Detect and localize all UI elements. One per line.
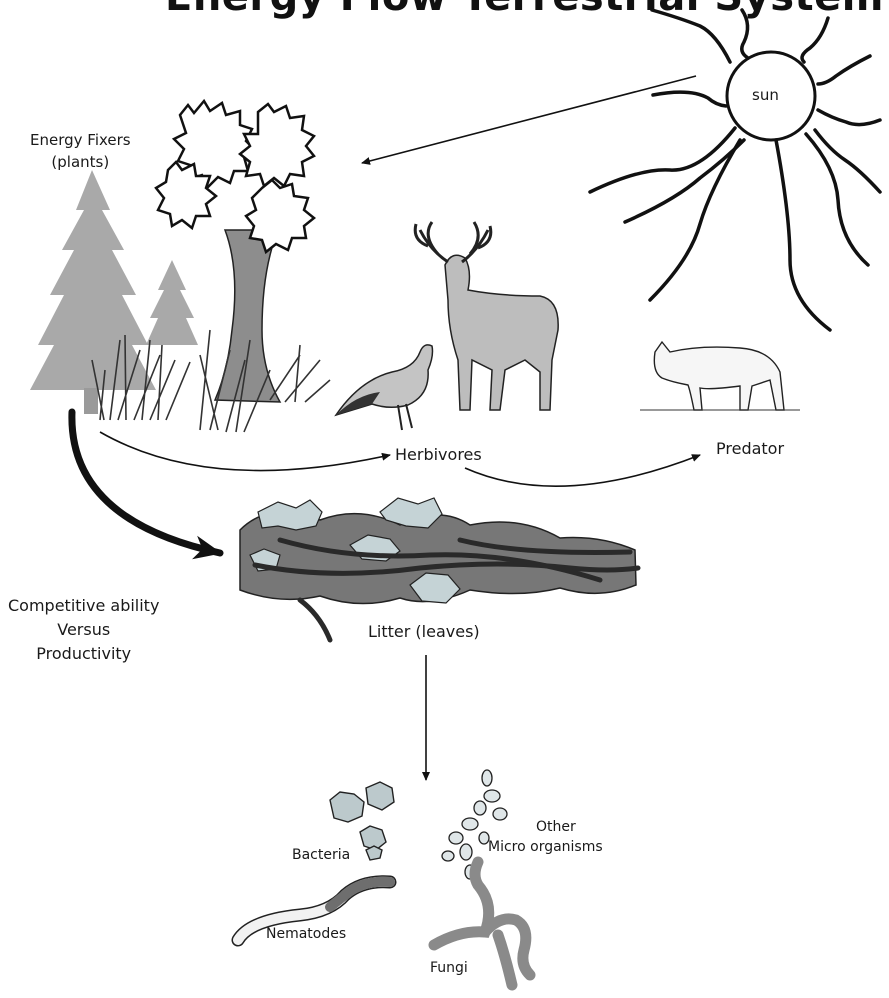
broadleaf-tree-icon [156,101,314,402]
arrow-plants-to-litter [72,412,220,553]
herbivores-label: Herbivores [395,445,482,464]
other-line2: Micro organisms [488,837,603,857]
litter-label: Litter (leaves) [368,622,480,641]
other-micro-organisms-label: Other Micro organisms [488,817,603,857]
turkey-icon [336,345,433,430]
competitive-line3: Productivity [8,642,159,666]
arrow-herbivores-to-predator [465,455,700,486]
competitive-ability-label: Competitive ability Versus Productivity [8,594,159,666]
arrow-plants-to-herbivores [100,432,390,471]
competitive-line2: Versus [8,618,159,642]
predator-icon [640,342,800,410]
predator-label: Predator [716,439,784,458]
energy-fixers-label: Energy Fixers (plants) [30,129,131,173]
bacteria-label: Bacteria [292,847,350,863]
energy-fixers-line2: (plants) [30,151,131,173]
deer-icon [415,222,558,410]
fungi-label: Fungi [430,960,468,976]
litter-icon [240,498,638,640]
sun-label: sun [752,86,779,104]
energy-fixers-line1: Energy Fixers [30,129,131,151]
sun-icon [590,10,880,330]
nematodes-label: Nematodes [266,926,346,942]
arrow-sun-to-plants [362,76,696,163]
other-line1: Other [488,817,603,837]
competitive-line1: Competitive ability [8,594,159,618]
